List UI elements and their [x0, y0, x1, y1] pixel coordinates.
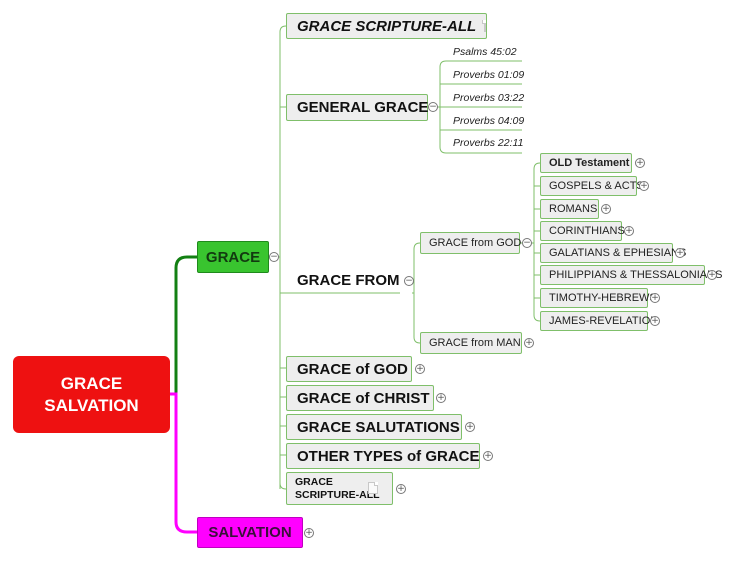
other-types-node[interactable]: OTHER TYPES of GRACE: [286, 443, 480, 469]
salvation-branch-node[interactable]: SALVATION: [197, 517, 303, 548]
verse-label: Proverbs 04:09: [453, 115, 525, 127]
expand-icon[interactable]: +: [483, 451, 493, 461]
verse-label: Proverbs 22:11: [453, 137, 524, 149]
book-group-label: GOSPELS & ACTS: [549, 180, 644, 192]
book-group-node[interactable]: PHILIPPIANS & THESSALONIANS: [540, 265, 722, 285]
verse-item[interactable]: Proverbs 01:09: [453, 68, 524, 82]
grace-of-god-label: GRACE of GOD: [297, 360, 408, 378]
expand-icon[interactable]: +: [415, 364, 425, 374]
other-types-label: OTHER TYPES of GRACE: [297, 447, 480, 465]
grace-branch-label: GRACE: [205, 248, 261, 266]
expand-icon[interactable]: +: [650, 293, 660, 303]
grace-of-christ-node[interactable]: GRACE of CHRIST: [286, 385, 434, 411]
verse-item[interactable]: Proverbs 03:22: [453, 91, 524, 105]
expand-icon[interactable]: +: [396, 484, 406, 494]
verse-item[interactable]: Proverbs 04:09: [453, 114, 524, 128]
grace-of-christ-label: GRACE of CHRIST: [297, 389, 430, 407]
collapse-icon[interactable]: −: [428, 102, 438, 112]
expand-icon[interactable]: +: [601, 204, 611, 214]
grace-from-label: GRACE FROM: [297, 271, 400, 289]
book-group-node[interactable]: OLD Testament: [540, 153, 632, 173]
expand-icon[interactable]: +: [675, 248, 685, 258]
book-group-label: OLD Testament: [549, 157, 630, 169]
grace-from-god-node[interactable]: GRACE from GOD: [420, 232, 522, 254]
grace-scripture-all-bottom-line2: SCRIPTURE-ALL: [295, 488, 380, 501]
grace-scripture-all-bottom-line1: GRACE: [295, 475, 333, 488]
expand-icon[interactable]: +: [650, 316, 660, 326]
book-group-label: TIMOTHY-HEBREWS: [549, 292, 657, 304]
grace-scripture-all-bottom-node[interactable]: GRACE SCRIPTURE-ALL: [286, 472, 393, 505]
expand-icon[interactable]: +: [524, 338, 534, 348]
grace-from-man-node[interactable]: GRACE from MAN: [420, 332, 522, 354]
verse-label: Proverbs 03:22: [453, 92, 525, 104]
book-group-node[interactable]: GOSPELS & ACTS: [540, 176, 644, 196]
collapse-icon[interactable]: −: [269, 252, 279, 262]
expand-icon[interactable]: +: [707, 270, 717, 280]
book-group-node[interactable]: GALATIANS & EPHESIANS: [540, 243, 686, 263]
book-group-node[interactable]: TIMOTHY-HEBREWS: [540, 288, 657, 308]
book-group-node[interactable]: CORINTHIANS: [540, 221, 625, 241]
book-group-label: JAMES-REVELATION: [549, 315, 659, 327]
book-group-label: ROMANS: [549, 203, 598, 215]
verse-label: Proverbs 01:09: [453, 69, 525, 81]
collapse-icon[interactable]: −: [522, 238, 532, 248]
note-icon[interactable]: [482, 20, 487, 32]
expand-icon[interactable]: +: [304, 528, 314, 538]
root-label-line1: GRACE: [60, 373, 123, 393]
grace-scripture-all-top-label: GRACE SCRIPTURE-ALL: [297, 17, 477, 35]
grace-salutations-label: GRACE SALUTATIONS: [297, 418, 460, 436]
expand-icon[interactable]: +: [436, 393, 446, 403]
verse-label: Psalms 45:02: [453, 46, 517, 58]
verse-item[interactable]: Psalms 45:02: [453, 45, 517, 59]
verse-item[interactable]: Proverbs 22:11: [453, 136, 523, 150]
general-grace-node[interactable]: GENERAL GRACE: [286, 94, 428, 121]
grace-from-node[interactable]: GRACE FROM: [297, 271, 400, 289]
expand-icon[interactable]: +: [624, 226, 634, 236]
grace-of-god-node[interactable]: GRACE of GOD: [286, 356, 412, 382]
book-group-label: CORINTHIANS: [549, 225, 625, 237]
expand-icon[interactable]: +: [639, 181, 649, 191]
book-group-label: PHILIPPIANS & THESSALONIANS: [549, 269, 723, 281]
grace-scripture-all-top-node[interactable]: GRACE SCRIPTURE-ALL: [286, 13, 487, 39]
general-grace-label: GENERAL GRACE: [297, 99, 429, 116]
grace-from-god-label: GRACE from GOD: [429, 237, 522, 249]
salvation-branch-label: SALVATION: [208, 524, 292, 541]
grace-salutations-node[interactable]: GRACE SALUTATIONS: [286, 414, 462, 440]
book-group-label: GALATIANS & EPHESIANS: [549, 247, 687, 259]
root-node[interactable]: GRACE SALVATION: [13, 356, 170, 433]
expand-icon[interactable]: +: [635, 158, 645, 168]
note-icon[interactable]: [368, 482, 378, 494]
book-group-node[interactable]: JAMES-REVELATION: [540, 311, 658, 331]
book-group-node[interactable]: ROMANS: [540, 199, 599, 219]
collapse-icon[interactable]: −: [404, 276, 414, 286]
root-label-line2: SALVATION: [44, 395, 139, 415]
expand-icon[interactable]: +: [465, 422, 475, 432]
grace-branch-node[interactable]: GRACE: [197, 241, 269, 273]
grace-from-man-label: GRACE from MAN: [429, 337, 521, 349]
